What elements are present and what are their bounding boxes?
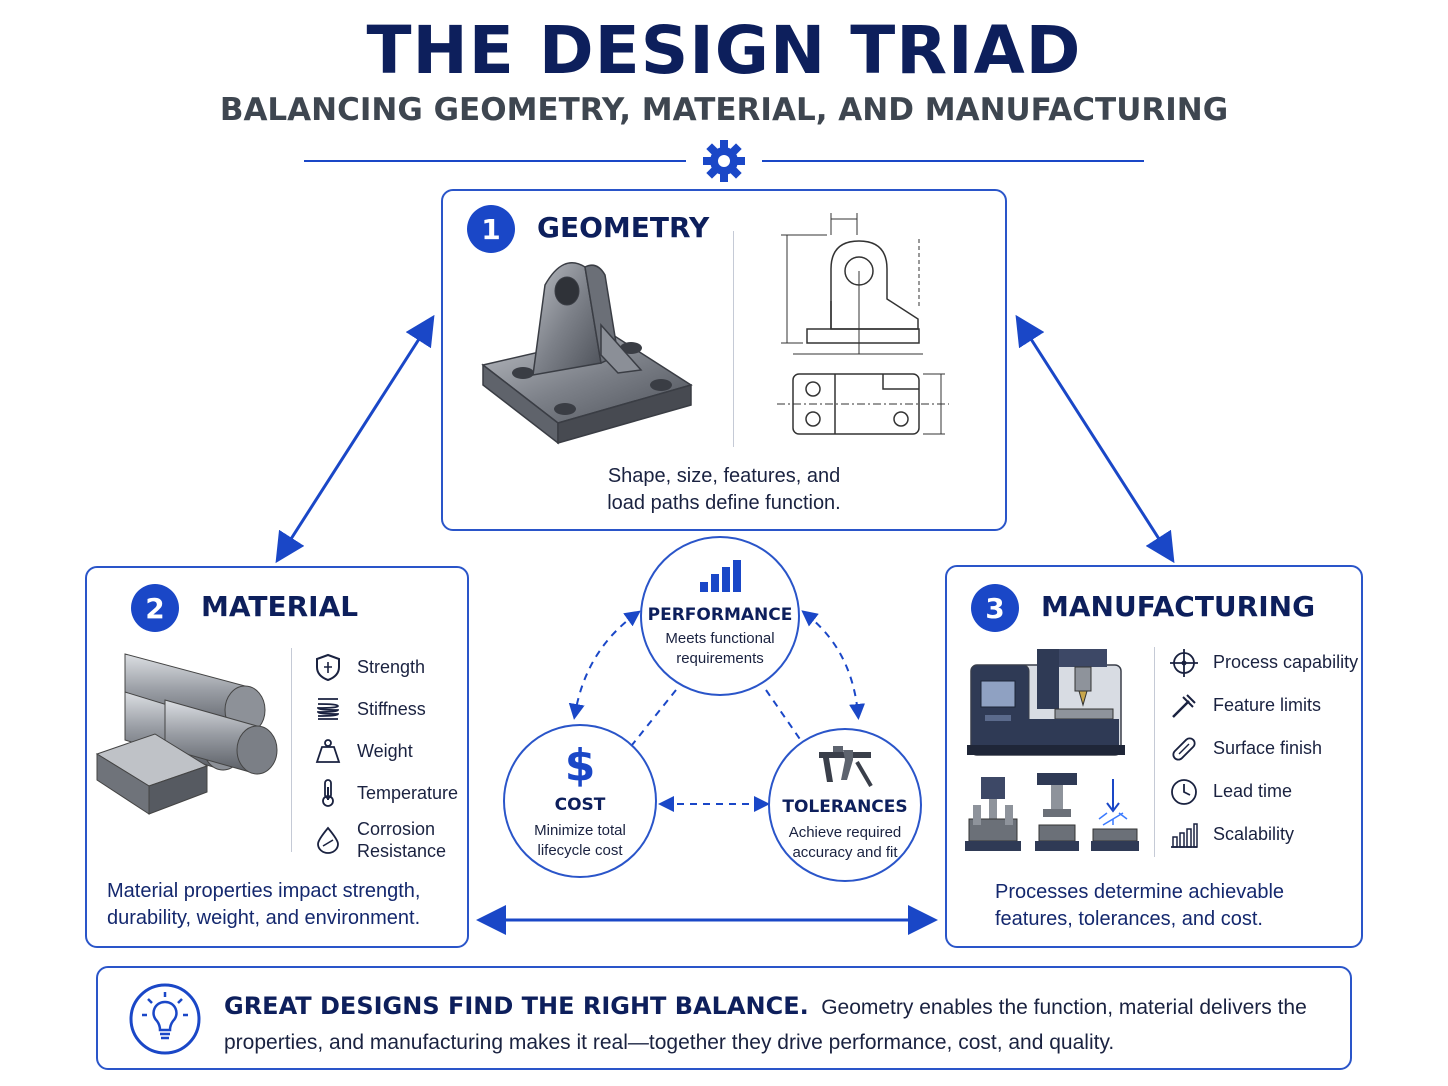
stiffness-label: Stiffness: [357, 698, 426, 719]
crosshair-icon: [1167, 646, 1201, 680]
temperature-label: Temperature: [357, 782, 459, 803]
manufacturing-capability-list: Process capability Feature limits Surfac…: [1167, 641, 1363, 856]
material-number-badge: 2: [131, 584, 179, 632]
performance-circle: PERFORMANCE Meets functional requirement…: [640, 536, 800, 696]
manufacturing-box: 3 MANUFACTURING: [945, 565, 1363, 948]
bracket-3d-image: [481, 262, 693, 445]
performance-line1: Meets functional: [665, 630, 775, 647]
material-divider: [291, 648, 292, 852]
material-description-line2: durability, weight, and environment.: [107, 907, 421, 929]
cnc-machine-image: [967, 649, 1125, 756]
tolerances-circle: TOLERANCES Achieve required accuracy and…: [768, 728, 922, 882]
performance-title: PERFORMANCE: [647, 605, 793, 625]
list-item-weight: Weight: [311, 730, 471, 772]
thermometer-icon: [311, 776, 345, 810]
material-description-line1: Material properties impact strength,: [107, 880, 421, 902]
arrow-geometry-manufacturing: [1015, 314, 1175, 564]
manufacturing-processes-image: [965, 773, 1139, 851]
header-divider: [304, 140, 1144, 182]
list-item-temperature: Temperature: [311, 772, 471, 814]
list-item-process-capability: Process capability: [1167, 641, 1363, 684]
dashed-arrow-performance-tolerances: [801, 610, 866, 720]
footer-callout: GREAT DESIGNS FIND THE RIGHT BALANCE. Ge…: [96, 966, 1352, 1070]
list-item-stiffness: Stiffness: [311, 688, 471, 730]
tolerances-title: TOLERANCES: [782, 797, 908, 817]
geometry-description-line2: load paths define function.: [607, 492, 841, 514]
surface-finish-label: Surface finish: [1213, 738, 1323, 758]
weight-label: Weight: [357, 740, 413, 761]
cost-circle: $ COST Minimize total lifecycle cost: [503, 724, 657, 878]
material-description: Material properties impact strength, dur…: [107, 878, 467, 932]
cost-title: COST: [554, 795, 606, 815]
footer-headline: GREAT DESIGNS FIND THE RIGHT BALANCE.: [224, 992, 809, 1020]
list-item-strength: Strength: [311, 646, 471, 688]
manufacturing-title: MANUFACTURING: [1041, 590, 1316, 623]
gear-icon: [703, 140, 745, 182]
lead-time-label: Lead time: [1213, 781, 1293, 801]
manufacturing-number-badge: 3: [971, 584, 1019, 632]
footer-text-block: GREAT DESIGNS FIND THE RIGHT BALANCE. Ge…: [224, 990, 1344, 1059]
corrosion-label: Corrosion Resistance: [357, 818, 446, 862]
material-property-list: Strength Stiffness Weight Temperature: [311, 646, 471, 866]
weight-icon: [311, 734, 345, 768]
manufacturing-description-line1: Processes determine achievable: [995, 881, 1285, 903]
arrow-geometry-material: [275, 314, 435, 564]
material-title: MATERIAL: [201, 590, 359, 623]
lightbulb-icon: [129, 983, 201, 1055]
page-subtitle: BALANCING GEOMETRY, MATERIAL, AND MANUFA…: [219, 92, 1229, 128]
clock-icon: [1167, 775, 1201, 809]
cost-line1: Minimize total: [534, 822, 626, 839]
technical-drawing-image: [777, 213, 949, 435]
geometry-title: GEOMETRY: [537, 211, 710, 244]
geometry-number-badge: 1: [467, 205, 515, 253]
cost-line2: lifecycle cost: [537, 842, 623, 859]
corrosion-label-line1: Corrosion: [357, 819, 436, 839]
manufacturing-description-line2: features, tolerances, and cost.: [995, 908, 1263, 930]
spring-icon: [311, 692, 345, 726]
dashed-arrow-performance-cost: [568, 610, 641, 720]
geometry-description: Shape, size, features, and load paths de…: [443, 463, 1005, 517]
list-item-surface-finish: Surface finish: [1167, 727, 1363, 770]
bar-chart-icon: [700, 560, 741, 592]
geometry-description-line1: Shape, size, features, and: [607, 465, 841, 487]
corrosion-icon: [311, 823, 345, 857]
list-item-feature-limits: Feature limits: [1167, 684, 1363, 727]
dollar-icon: $: [565, 740, 596, 791]
finish-icon: [1167, 732, 1201, 766]
tolerances-line1: Achieve required: [788, 824, 902, 841]
svg-text:$: $: [565, 740, 596, 788]
list-item-corrosion: Corrosion Resistance: [311, 814, 471, 866]
list-item-lead-time: Lead time: [1167, 770, 1363, 813]
tool-icon: [1167, 689, 1201, 723]
material-box: 2 MATERIAL Strength: [85, 566, 469, 948]
bar-chart-icon: [1167, 818, 1201, 852]
geometry-divider: [733, 231, 734, 447]
list-item-scalability: Scalability: [1167, 813, 1363, 856]
manufacturing-description: Processes determine achievable features,…: [995, 879, 1355, 933]
shield-icon: [311, 650, 345, 684]
strength-label: Strength: [357, 656, 426, 677]
page-title: THE DESIGN TRIAD: [366, 12, 1082, 89]
feature-limits-label: Feature limits: [1213, 695, 1322, 715]
footer-text-line1: Geometry enables the function, material …: [821, 996, 1307, 1019]
footer-text-line2: properties, and manufacturing makes it r…: [224, 1031, 1115, 1054]
manufacturing-divider: [1154, 647, 1155, 857]
process-capability-label: Process capability: [1213, 652, 1359, 672]
geometry-box: 1 GEOMETRY: [441, 189, 1007, 531]
material-stock-image: [95, 653, 278, 815]
performance-line2: requirements: [676, 650, 764, 667]
corrosion-label-line2: Resistance: [357, 841, 447, 861]
tolerances-line2: accuracy and fit: [792, 844, 898, 861]
scalability-label: Scalability: [1213, 824, 1295, 844]
caliper-icon: [819, 746, 873, 788]
